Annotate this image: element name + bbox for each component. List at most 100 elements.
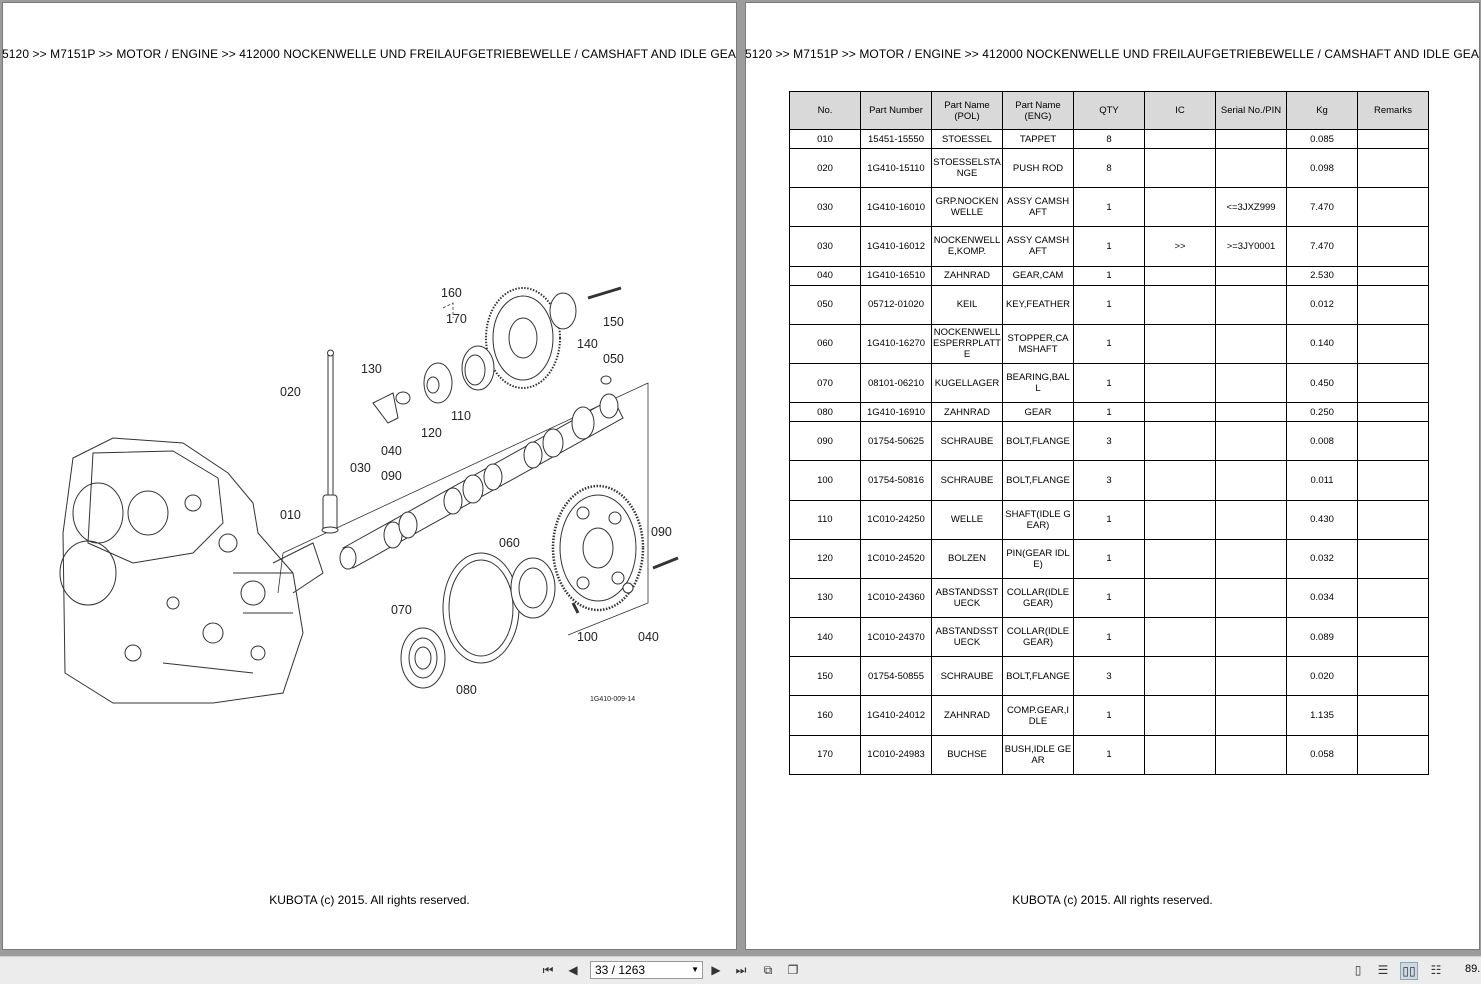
table-cell: COLLAR(IDLE GEAR) xyxy=(1002,577,1074,619)
table-cell xyxy=(1144,577,1216,619)
table-cell: 3 xyxy=(1073,421,1145,462)
table-cell: 1 xyxy=(1073,187,1145,228)
table-cell xyxy=(1357,323,1429,364)
page-number-select[interactable]: 33 / 1263 ▼ xyxy=(590,961,703,979)
table-cell xyxy=(1215,695,1287,736)
camshaft-drawing xyxy=(339,393,624,570)
table-cell: 0.250 xyxy=(1286,402,1358,423)
table-cell: 0.140 xyxy=(1286,323,1358,364)
table-cell: 0.012 xyxy=(1286,284,1358,325)
table-cell: 1G410-16010 xyxy=(860,187,932,228)
table-cell: KEY,FEATHER xyxy=(1002,284,1074,325)
table-cell: 01754-50855 xyxy=(860,656,932,697)
table-cell: KEIL xyxy=(931,284,1003,325)
table-cell: 1G410-24012 xyxy=(860,695,932,736)
prev-page-icon[interactable]: ◀ xyxy=(568,963,578,977)
table-cell: SHAFT(IDLE GEAR) xyxy=(1002,499,1074,540)
table-cell: 01754-50625 xyxy=(860,421,932,462)
table-cell: NOCKENWELLESPERRPLATTE xyxy=(931,323,1003,364)
table-cell: 8 xyxy=(1073,147,1145,189)
callout-label: 110 xyxy=(451,409,471,423)
table-cell: PIN(GEAR IDLE) xyxy=(1002,538,1074,579)
two-page-continuous-view-icon[interactable]: ☷ xyxy=(1430,963,1442,977)
table-cell: 1 xyxy=(1073,265,1145,286)
table-cell xyxy=(1144,323,1216,364)
table-cell: ABSTANDSSTUECK xyxy=(931,577,1003,619)
next-page-icon[interactable]: ▶ xyxy=(711,963,721,977)
table-cell: 100 xyxy=(789,460,861,501)
two-page-view-icon[interactable]: ▯▯ xyxy=(1400,962,1418,980)
table-cell: 150 xyxy=(789,656,861,697)
single-page-view-icon[interactable]: ▯ xyxy=(1354,963,1362,977)
table-cell xyxy=(1144,265,1216,286)
column-header: IC xyxy=(1144,91,1216,130)
table-cell xyxy=(1357,695,1429,736)
table-cell: 030 xyxy=(789,187,861,228)
copy-page-icon[interactable]: ⧉ xyxy=(763,963,773,977)
table-cell: 1 xyxy=(1073,284,1145,325)
paste-page-icon[interactable]: ❐ xyxy=(787,963,799,977)
table-cell: 2.530 xyxy=(1286,265,1358,286)
left-page: 5120 >> M7151P >> MOTOR / ENGINE >> 4120… xyxy=(2,2,737,950)
table-cell: 0.058 xyxy=(1286,734,1358,775)
table-cell: ZAHNRAD xyxy=(931,265,1003,286)
column-header: Kg xyxy=(1286,91,1358,130)
callout-label: 040 xyxy=(638,630,659,644)
table-cell: 1.135 xyxy=(1286,695,1358,736)
table-cell: 1 xyxy=(1073,617,1145,658)
table-cell xyxy=(1215,460,1287,501)
column-header: Part Number xyxy=(860,91,932,130)
table-cell: 1 xyxy=(1073,577,1145,619)
table-cell: >> xyxy=(1144,226,1216,267)
table-cell xyxy=(1215,362,1287,404)
table-cell xyxy=(1215,538,1287,579)
table-cell: ZAHNRAD xyxy=(931,695,1003,736)
table-cell xyxy=(1357,284,1429,325)
column-header: No. xyxy=(789,91,861,130)
callout-label: 090 xyxy=(651,525,672,539)
table-cell: 1C010-24360 xyxy=(860,577,932,619)
table-cell: BEARING,BALL xyxy=(1002,362,1074,404)
table-cell xyxy=(1357,226,1429,267)
table-cell xyxy=(1144,460,1216,501)
table-cell: 0.098 xyxy=(1286,147,1358,189)
callout-label: 030 xyxy=(350,461,371,475)
table-cell xyxy=(1357,499,1429,540)
table-cell xyxy=(1215,577,1287,619)
table-cell: ZAHNRAD xyxy=(931,402,1003,423)
table-cell xyxy=(1144,499,1216,540)
table-cell xyxy=(1357,617,1429,658)
table-cell: 140 xyxy=(789,617,861,658)
column-header: Part Name (POL) xyxy=(931,91,1003,130)
table-cell xyxy=(1357,421,1429,462)
table-cell xyxy=(1357,129,1429,149)
table-cell xyxy=(1357,147,1429,189)
last-page-icon[interactable]: ⏭ xyxy=(735,963,747,977)
table-cell: 1 xyxy=(1073,226,1145,267)
viewer-toolbar: ⏮ ◀ 33 / 1263 ▼ ▶ ⏭ ⧉ ❐ ▯ ☰ ▯▯ ☷ 89. xyxy=(0,956,1481,984)
callout-label: 070 xyxy=(391,603,412,617)
table-cell: 130 xyxy=(789,577,861,619)
table-cell: BOLT,FLANGE xyxy=(1002,421,1074,462)
callout-label: 150 xyxy=(603,315,624,329)
table-cell xyxy=(1215,656,1287,697)
table-cell xyxy=(1215,129,1287,149)
first-page-icon[interactable]: ⏮ xyxy=(542,963,554,977)
table-cell xyxy=(1144,362,1216,404)
table-cell: 1G410-16012 xyxy=(860,226,932,267)
continuous-view-icon[interactable]: ☰ xyxy=(1377,963,1389,977)
callout-label: 020 xyxy=(280,385,301,399)
callout-label: 010 xyxy=(280,508,301,522)
chevron-down-icon: ▼ xyxy=(691,965,699,974)
zoom-level[interactable]: 89. xyxy=(1465,963,1481,975)
